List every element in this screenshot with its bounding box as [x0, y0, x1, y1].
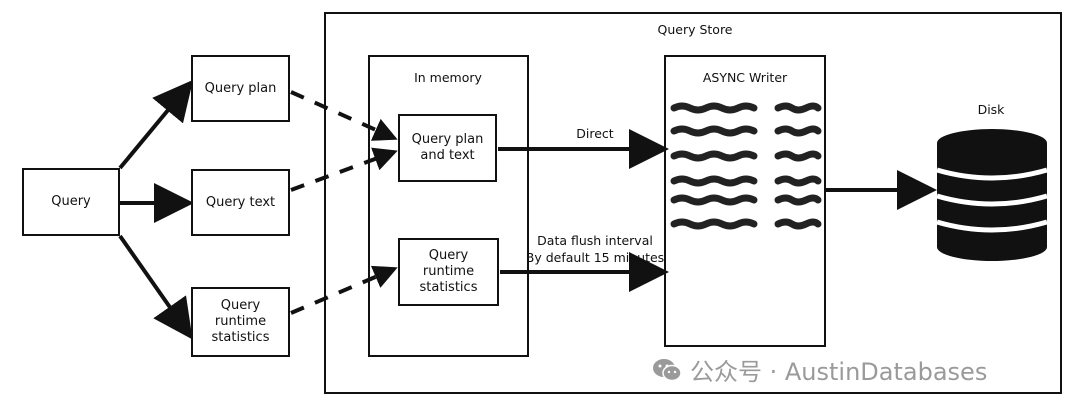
query-store-frame [324, 12, 1062, 394]
async-writer-title: ASYNC Writer [702, 70, 788, 85]
arrow-query-to-plan [118, 79, 194, 170]
dashed-runtime-to-memory [290, 265, 398, 315]
query-runtime-stats-box: Query runtime statistics [191, 287, 290, 357]
flush-interval-label: Data flush interval By default 15 minute… [525, 233, 665, 265]
disk-label: Disk [977, 102, 1005, 117]
dashed-plan-to-memory [290, 90, 398, 141]
watermark: 公众号 · AustinDatabases [652, 352, 987, 387]
query-box: Query [22, 168, 120, 236]
watermark-text: 公众号 · AustinDatabases [690, 358, 988, 386]
writer-scribbles [670, 102, 822, 230]
dashed-text-to-memory [290, 147, 398, 192]
query-store-title: Query Store [657, 22, 733, 37]
query-text-box: Query text [191, 169, 290, 236]
disk-icon [936, 129, 1048, 261]
direct-label: Direct [576, 126, 614, 141]
runtime-stats-box: Query runtime statistics [398, 238, 499, 306]
plan-and-text-box: Query plan and text [398, 114, 497, 182]
async-writer-frame [664, 55, 826, 347]
wechat-icon [653, 358, 682, 381]
in-memory-frame [368, 55, 529, 357]
query-plan-box: Query plan [191, 55, 290, 122]
in-memory-title: In memory [414, 70, 482, 85]
arrow-query-to-runtime [118, 234, 193, 340]
